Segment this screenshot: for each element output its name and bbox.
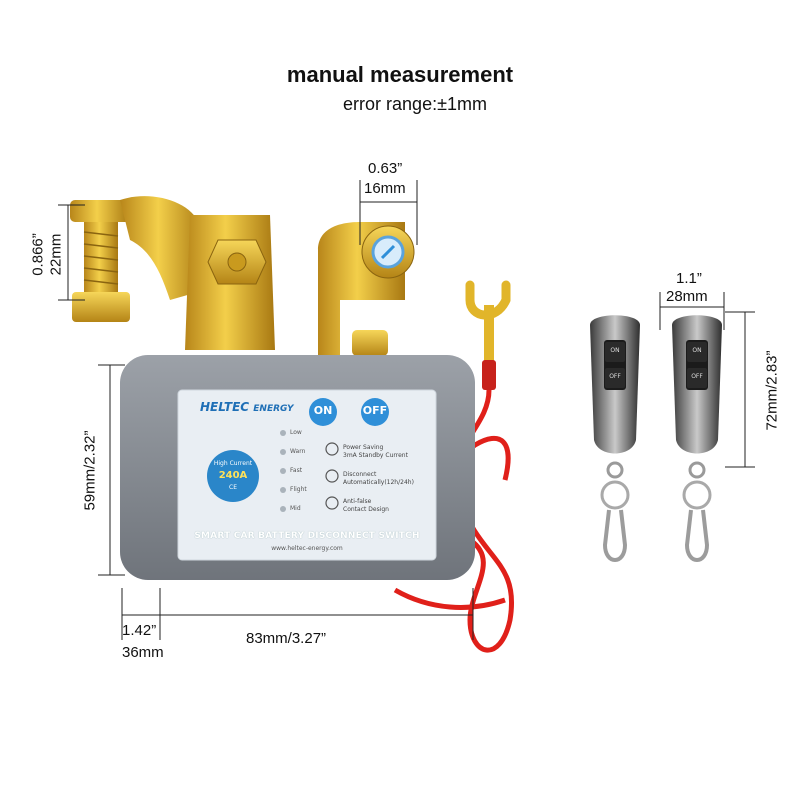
feature-line: Automatically(12h/24h) <box>343 479 414 486</box>
brand-logo: HELTEC ENERGY <box>200 400 294 414</box>
level-label: Warn <box>290 448 306 455</box>
remote-on-label: ON <box>692 347 702 354</box>
feature-line: 3mA Standby Current <box>343 452 408 459</box>
feature-item: Disconnect Automatically(12h/24h) <box>343 471 414 487</box>
terminal-height-inch: 0.866” <box>29 233 47 276</box>
terminal-height-mm: 22mm <box>47 233 65 276</box>
level-label: Fast <box>290 467 303 474</box>
left-terminal-clamp <box>70 196 275 350</box>
remote-left <box>590 315 640 562</box>
terminal-width-mm: 16mm <box>364 180 406 197</box>
level-label: Low <box>290 429 302 436</box>
box-height-label: 59mm/2.32” <box>81 430 99 511</box>
brand-name: HELTEC <box>200 400 250 414</box>
current-value: 240A <box>218 470 248 481</box>
feature-line: Contact Design <box>343 506 389 513</box>
feature-line: Anti-false <box>343 498 372 505</box>
page-subtitle: error range:±1mm <box>343 94 487 114</box>
box-depth-mm: 36mm <box>122 644 164 661</box>
product-name: SMART CAR BATTERY DISCONNECT SWITCH <box>194 531 420 541</box>
level-label: Mid <box>290 505 301 512</box>
current-label: High Current <box>213 460 253 467</box>
feature-line: Power Saving <box>343 444 384 451</box>
feature-item: Power Saving 3mA Standby Current <box>343 444 408 460</box>
remote-height-label: 72mm/2.83” <box>763 350 781 431</box>
page-title: manual measurement <box>286 62 514 87</box>
remote-off-label: OFF <box>609 373 621 380</box>
website: www.heltec-energy.com <box>271 545 343 552</box>
box-depth-inch: 1.42” <box>122 622 157 639</box>
brand-suffix: ENERGY <box>253 404 294 414</box>
right-terminal-post <box>318 222 415 356</box>
off-button-label: OFF <box>362 404 388 417</box>
remote-off-label: OFF <box>691 373 703 380</box>
remote-on-label: ON <box>610 347 620 354</box>
box-width-label: 83mm/3.27” <box>246 630 327 647</box>
dimension-lines <box>58 180 755 640</box>
switch-housing <box>120 355 475 580</box>
remote-right <box>672 315 722 562</box>
remote-width-mm: 28mm <box>666 288 708 305</box>
remote-width-inch: 1.1” <box>676 270 702 287</box>
feature-item: Anti-false Contact Design <box>343 498 389 514</box>
ce-mark: CE <box>229 484 237 491</box>
terminal-width-inch: 0.63” <box>368 160 403 177</box>
feature-line: Disconnect <box>343 471 377 478</box>
level-label: Flight <box>290 486 307 493</box>
on-button-label: ON <box>313 404 333 417</box>
